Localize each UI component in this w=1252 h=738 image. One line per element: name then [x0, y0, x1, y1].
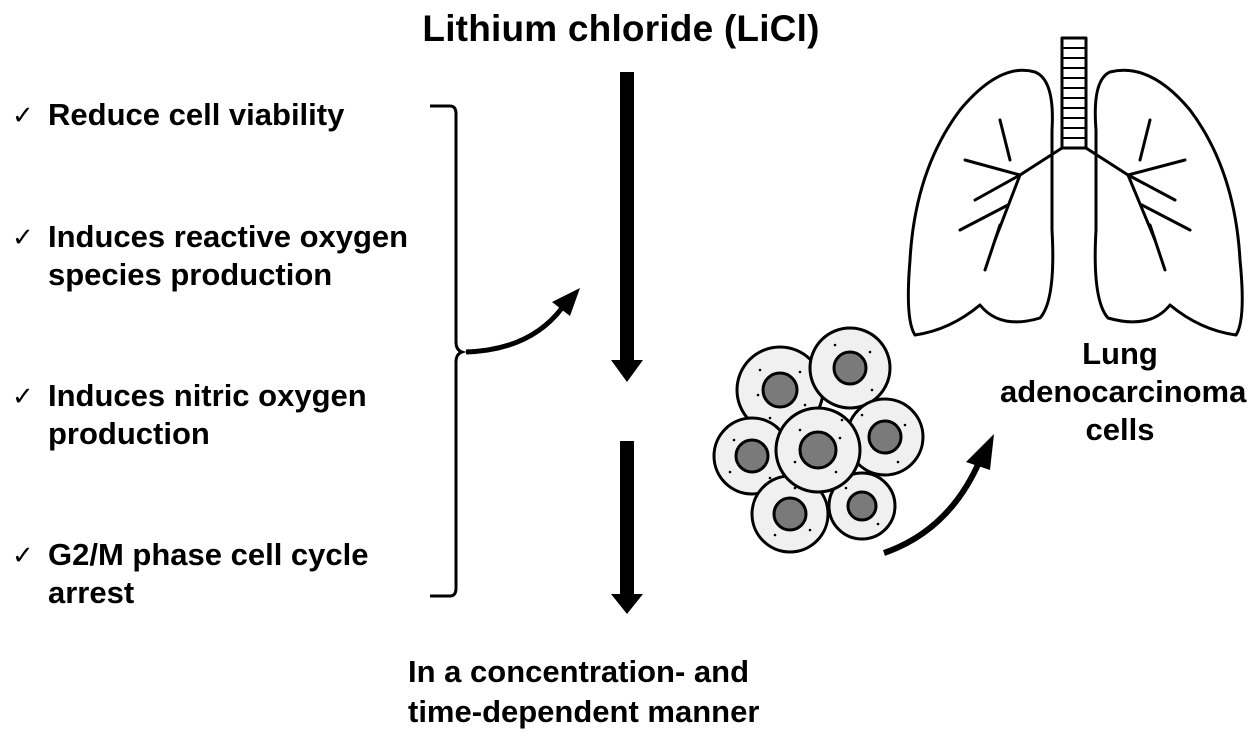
check-icon: ✓ [12, 540, 34, 570]
cell [827, 471, 897, 541]
manner-line: In a concentration- and [408, 654, 750, 689]
effect-line: Induces reactive oxygen [48, 219, 409, 254]
cells-label-line: Lung [1082, 336, 1158, 371]
cell [808, 326, 892, 410]
down-arrow-bottom [611, 441, 643, 614]
cell [774, 406, 862, 494]
diagram-title: Lithium chloride (LiCl) [422, 8, 820, 49]
manner-line: time-dependent manner [408, 694, 760, 729]
effect-line: G2/M phase cell cycle [48, 537, 369, 572]
cell-cluster-icon [712, 326, 925, 554]
check-icon: ✓ [12, 100, 34, 130]
effect-line: Reduce cell viability [48, 97, 345, 132]
effect-line: Induces nitric oxygen [48, 378, 367, 413]
down-arrow-top [611, 72, 643, 382]
effect-item: ✓ G2/M phase cell cycle arrest [12, 536, 369, 612]
curved-arrow-cells [883, 434, 994, 556]
cell [750, 474, 830, 554]
lungs-icon [906, 36, 1244, 337]
cell [845, 397, 925, 477]
effect-item: ✓ Reduce cell viability [12, 96, 344, 134]
cell [712, 416, 792, 496]
cells-label-line: adenocarcinoma [1000, 374, 1247, 409]
effect-item: ✓ Induces nitric oxygen production [12, 377, 367, 453]
effect-line: production [48, 416, 210, 451]
cells-label: Lung adenocarcinoma cells [1000, 335, 1247, 449]
check-icon: ✓ [12, 222, 34, 252]
effect-line: species production [48, 257, 333, 292]
curved-arrow-bracket [465, 288, 580, 355]
check-icon: ✓ [12, 381, 34, 411]
effect-item: ✓ Induces reactive oxygen species produc… [12, 218, 408, 294]
effects-bracket [430, 104, 467, 598]
cells-label-line: cells [1085, 412, 1155, 447]
manner-text: In a concentration- and time-dependent m… [408, 652, 759, 732]
effect-line: arrest [48, 575, 135, 610]
